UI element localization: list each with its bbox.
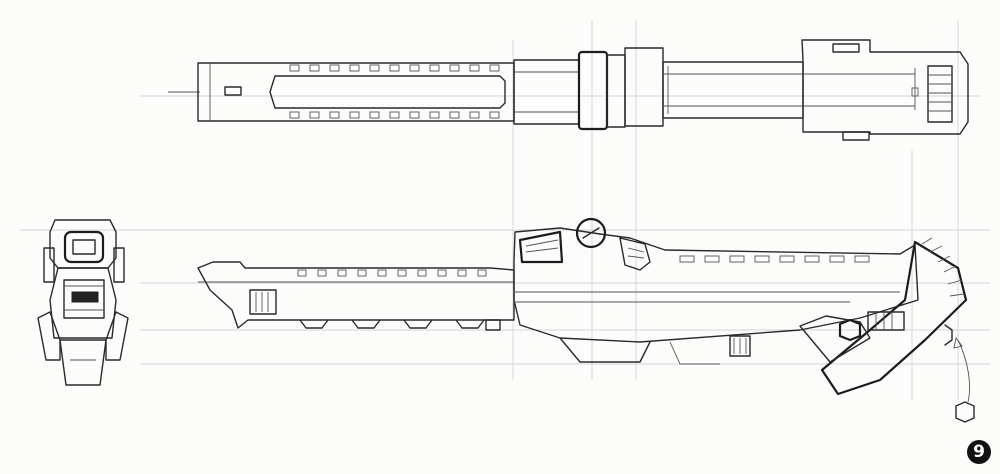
hex-callout-icon (955, 401, 975, 423)
grip-ridges (921, 237, 965, 297)
top-vent-row-upper (289, 64, 500, 72)
top-vent-row-lower (289, 111, 500, 119)
side-slot-row (679, 255, 870, 263)
side-view (197, 217, 975, 423)
top-view (168, 39, 969, 141)
side-vent-row (297, 269, 487, 277)
front-view (37, 219, 129, 386)
construction-guides (20, 20, 990, 400)
page-number-badge: 9 (967, 440, 991, 464)
